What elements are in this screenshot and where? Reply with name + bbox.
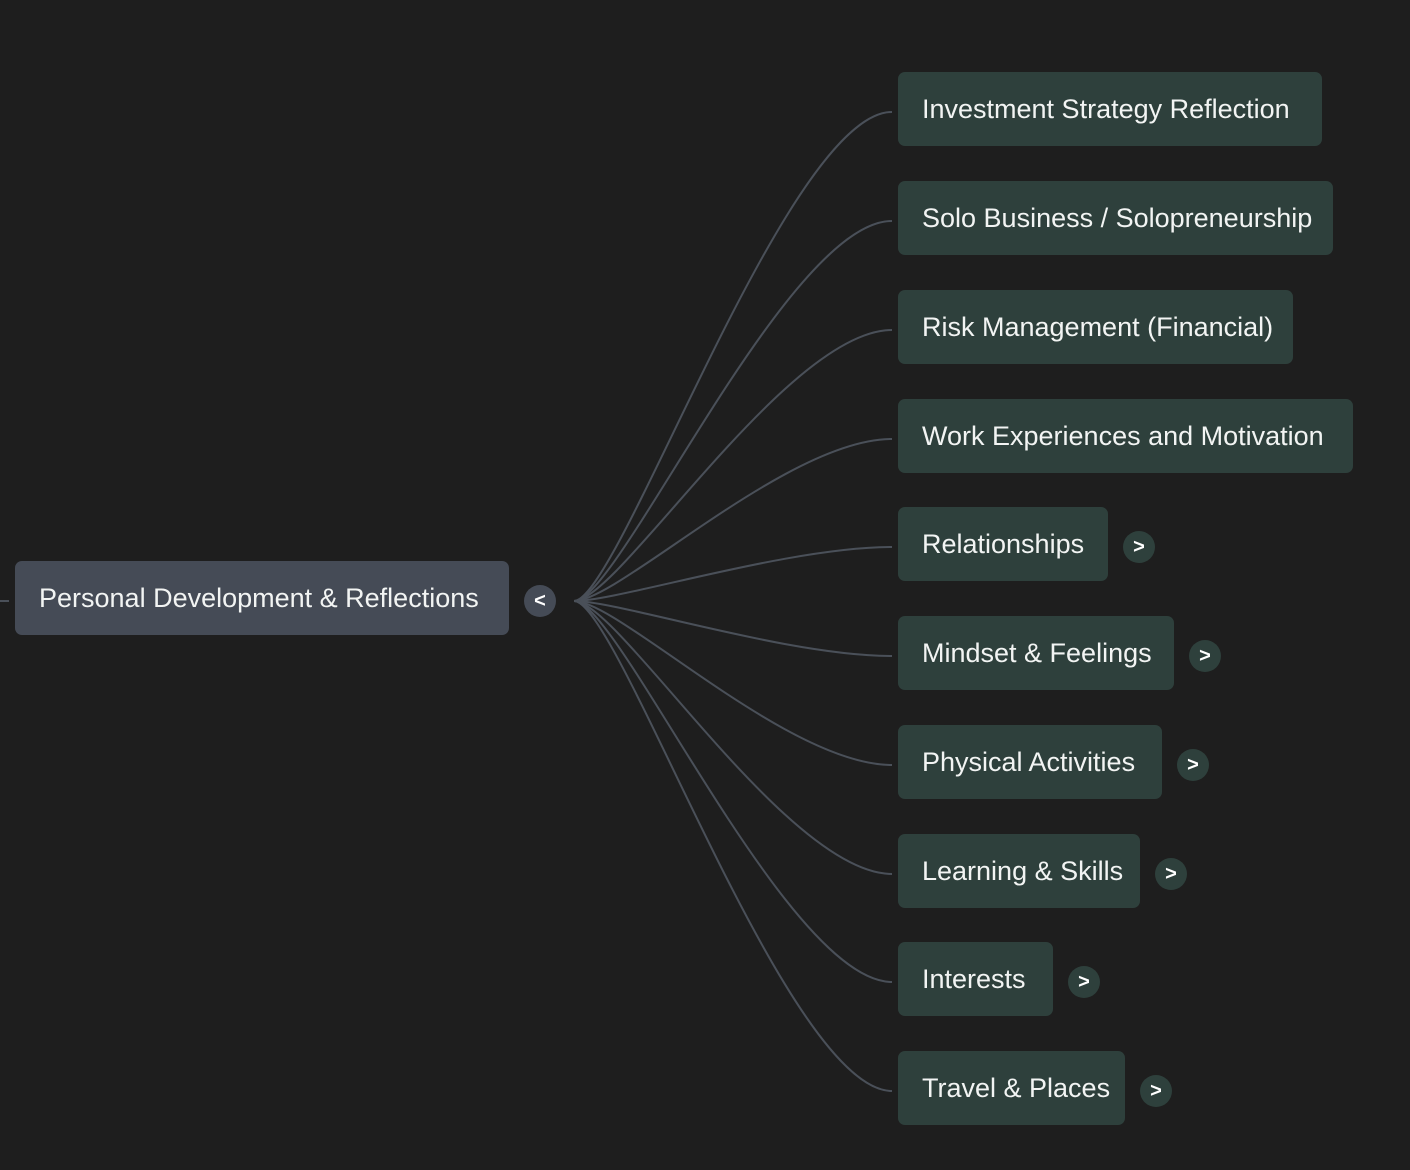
connector-line-6 xyxy=(573,600,893,766)
root-node-label: Personal Development & Reflections xyxy=(39,583,479,613)
child-node-travel-places[interactable]: Travel & Places xyxy=(898,1051,1125,1125)
child-node-label: Solo Business / Solopreneurship xyxy=(922,203,1313,233)
expand-chevron-right-icon[interactable]: > xyxy=(1068,966,1100,998)
child-node-learning-skills[interactable]: Learning & Skills xyxy=(898,834,1140,908)
child-node-solo-business[interactable]: Solo Business / Solopreneurship xyxy=(898,181,1333,255)
child-node-label: Travel & Places xyxy=(922,1073,1111,1103)
child-node-label: Mindset & Feelings xyxy=(922,638,1152,668)
child-node-label: Relationships xyxy=(922,529,1085,559)
expand-chevron-right-icon[interactable]: > xyxy=(1123,531,1155,563)
child-node-physical-activities[interactable]: Physical Activities xyxy=(898,725,1162,799)
child-node-interests[interactable]: Interests xyxy=(898,942,1053,1016)
child-node-label: Investment Strategy Reflection xyxy=(922,94,1290,124)
child-node-relationships[interactable]: Relationships xyxy=(898,507,1108,581)
connector-line-9 xyxy=(573,600,893,1092)
expand-chevron-right-icon[interactable]: > xyxy=(1189,640,1221,672)
connector-line-3 xyxy=(573,438,893,602)
child-node-mindset-feelings[interactable]: Mindset & Feelings xyxy=(898,616,1174,690)
connector-line-5 xyxy=(573,600,893,657)
child-node-label: Learning & Skills xyxy=(922,856,1124,886)
connector-line-0 xyxy=(573,111,893,602)
child-node-label: Physical Activities xyxy=(922,747,1136,777)
connector-line-4 xyxy=(573,546,893,602)
child-node-work-experiences[interactable]: Work Experiences and Motivation xyxy=(898,399,1353,473)
connector-line-1 xyxy=(573,220,893,602)
child-node-risk-management[interactable]: Risk Management (Financial) xyxy=(898,290,1293,364)
connector-line-7 xyxy=(573,600,893,875)
expand-chevron-right-icon[interactable]: > xyxy=(1140,1075,1172,1107)
expand-chevron-right-icon[interactable]: > xyxy=(1177,749,1209,781)
connector-line-2 xyxy=(573,329,893,602)
root-node[interactable]: Personal Development & Reflections xyxy=(15,561,509,635)
child-node-label: Work Experiences and Motivation xyxy=(922,421,1324,451)
child-node-label: Risk Management (Financial) xyxy=(922,312,1274,342)
connector-line-8 xyxy=(573,600,893,983)
expand-chevron-right-icon[interactable]: > xyxy=(1155,858,1187,890)
collapse-toggle-icon[interactable]: < xyxy=(524,585,556,617)
child-node-label: Interests xyxy=(922,964,1026,994)
child-node-investment-strategy[interactable]: Investment Strategy Reflection xyxy=(898,72,1322,146)
